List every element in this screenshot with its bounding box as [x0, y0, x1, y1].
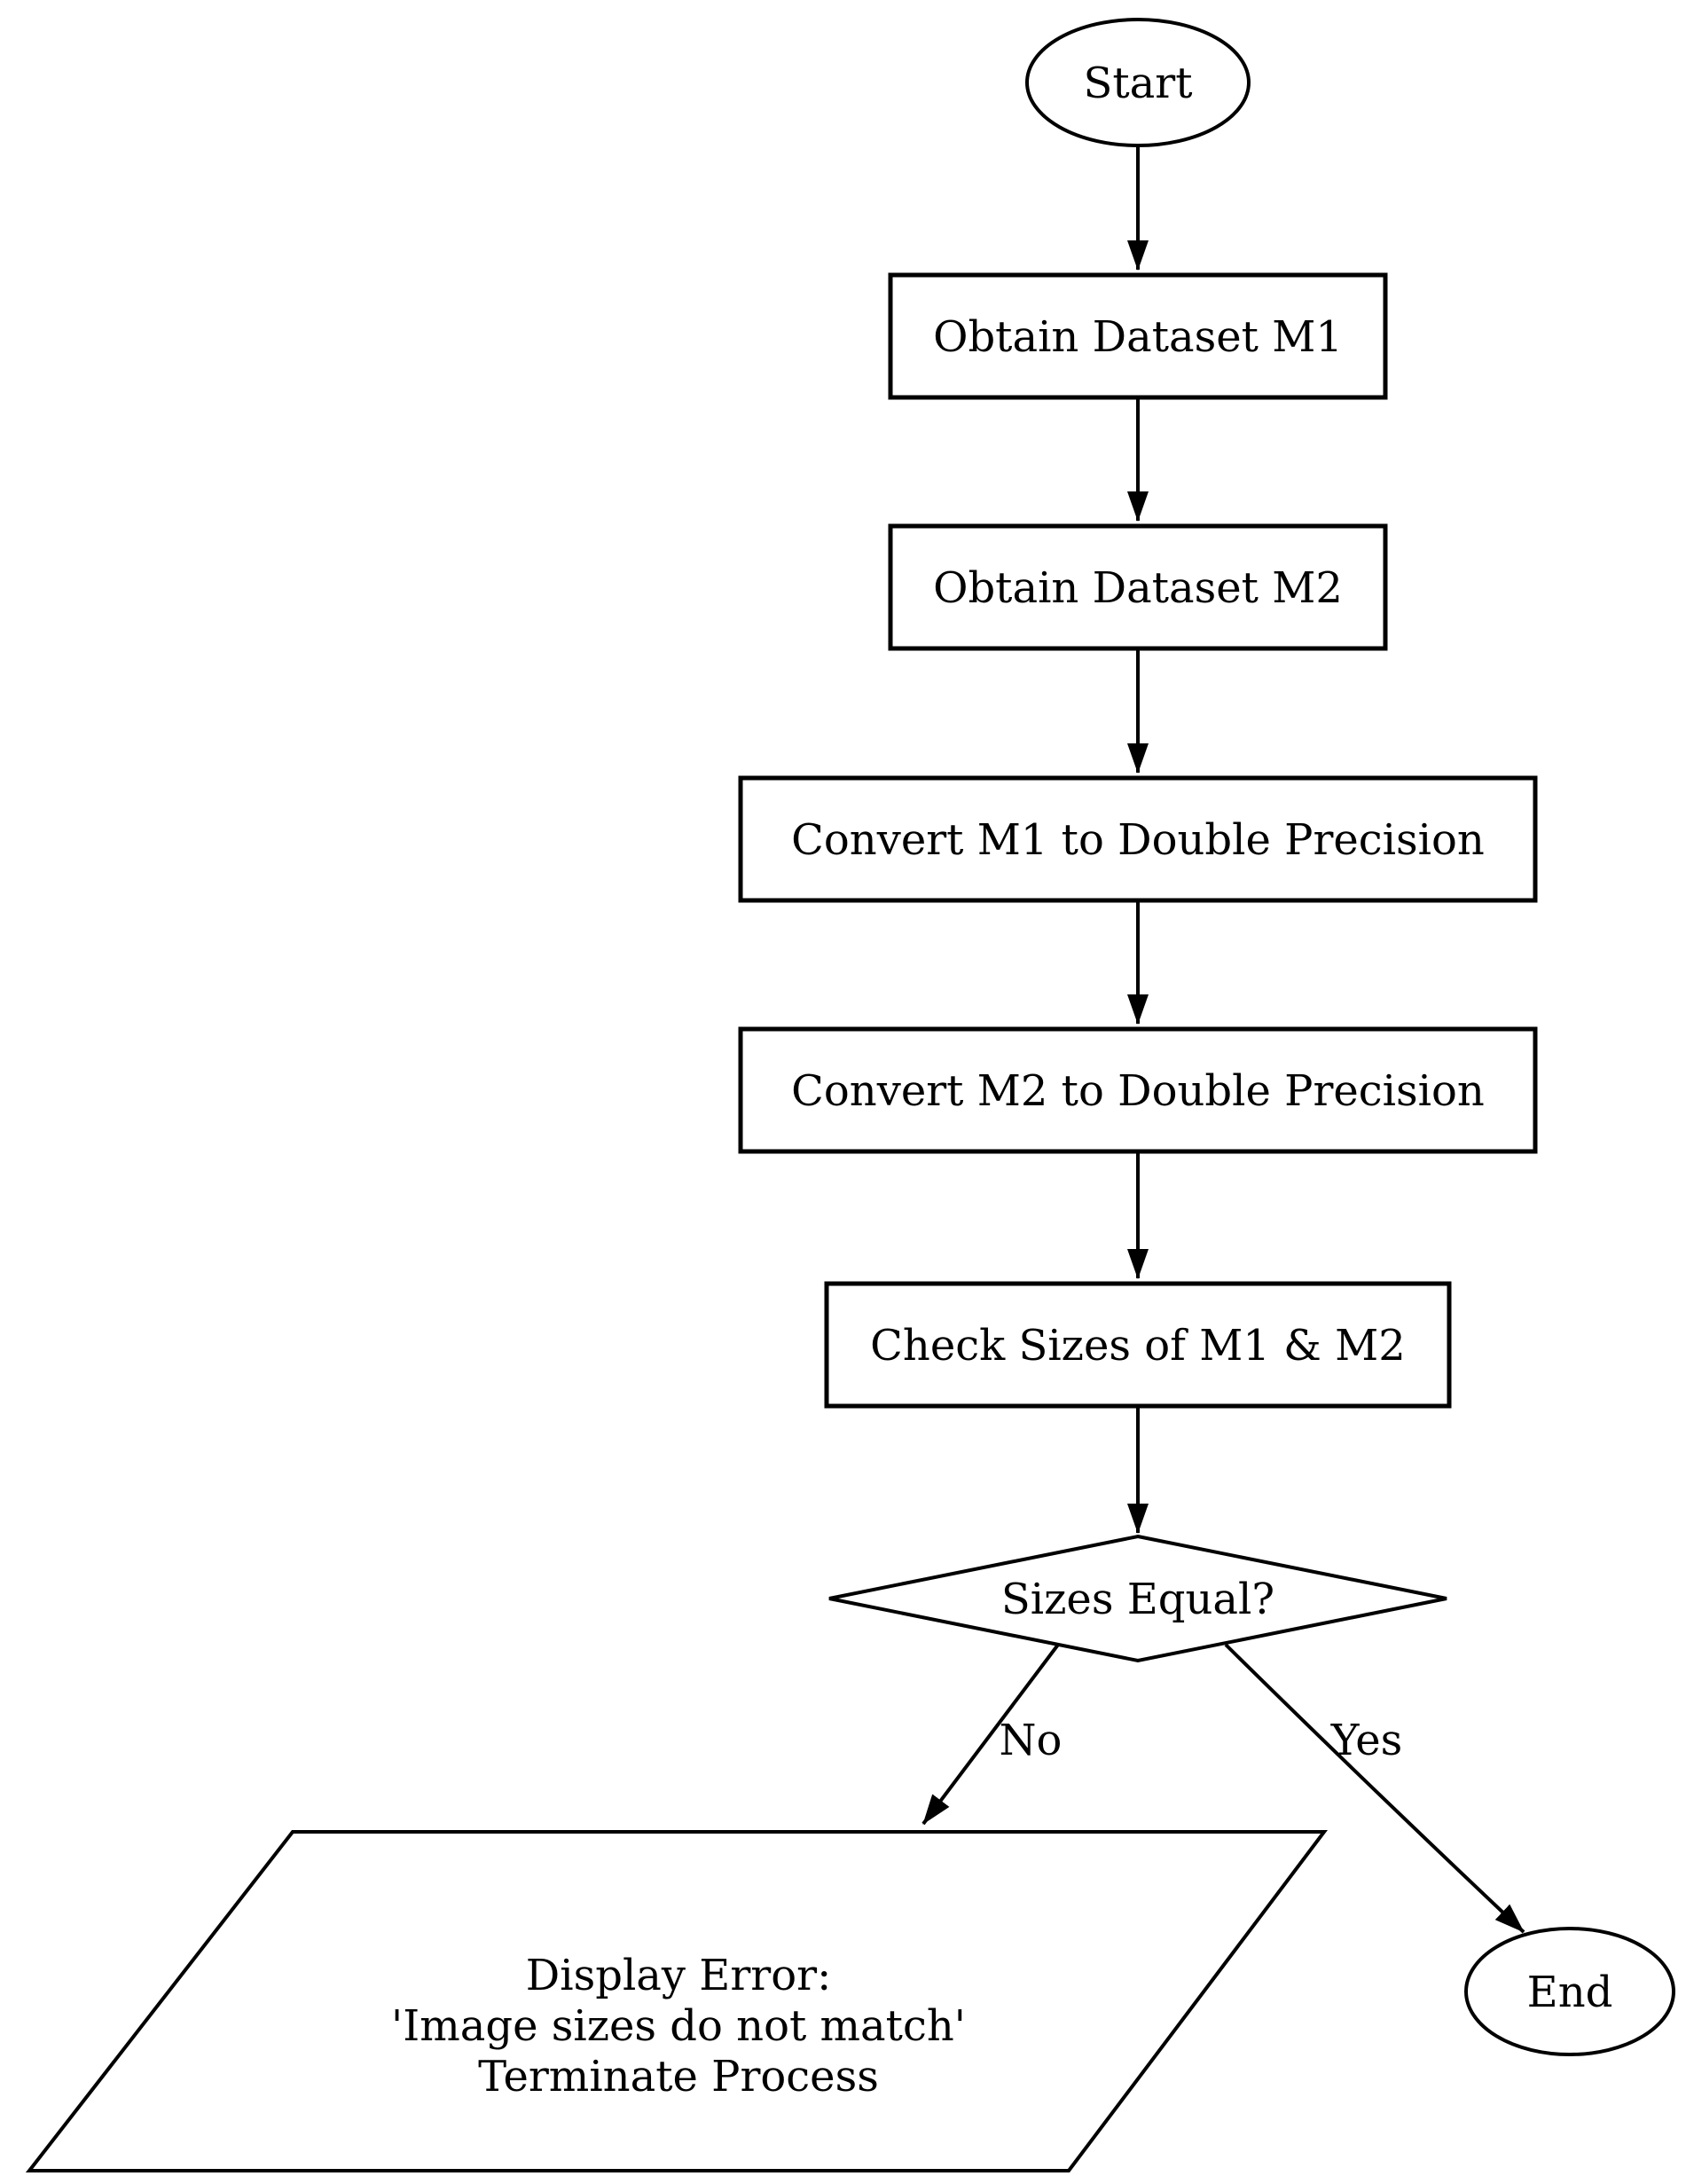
check-sizes-label: Check Sizes of M1 & M2	[870, 1321, 1406, 1371]
node-convert-m2: Convert M2 to Double Precision	[738, 1026, 1538, 1154]
convert-m1-label: Convert M1 to Double Precision	[791, 815, 1485, 865]
obtain-m1-label: Obtain Dataset M1	[933, 312, 1343, 362]
end-label: End	[1527, 1968, 1613, 2017]
display-error-io-shape	[25, 1830, 1329, 2172]
node-obtain-m1: Obtain Dataset M1	[888, 272, 1388, 400]
node-start: Start	[1025, 18, 1251, 147]
convert-m2-process-shape	[738, 1026, 1538, 1154]
start-terminator-shape	[1025, 18, 1251, 147]
edge-label-no: No	[1000, 1716, 1063, 1765]
node-check-sizes: Check Sizes of M1 & M2	[824, 1281, 1452, 1409]
end-terminator-shape	[1464, 1927, 1675, 2056]
start-label: Start	[1083, 59, 1192, 108]
node-convert-m1: Convert M1 to Double Precision	[738, 775, 1538, 903]
edge-no-branch	[921, 1643, 1060, 1826]
obtain-m2-process-shape	[888, 523, 1388, 651]
edges-layer: No Yes	[921, 145, 1525, 1934]
display-error-line-3: Terminate Process	[478, 2052, 879, 2102]
edge-yes-branch	[1224, 1643, 1525, 1934]
node-sizes-equal: Sizes Equal?	[828, 1534, 1447, 1663]
convert-m1-process-shape	[738, 775, 1538, 903]
check-sizes-process-shape	[824, 1281, 1452, 1409]
node-obtain-m2: Obtain Dataset M2	[888, 523, 1388, 651]
nodes-layer: Start Obtain Dataset M1 Obtain Dataset M…	[25, 18, 1675, 2172]
sizes-equal-label: Sizes Equal?	[1001, 1575, 1274, 1624]
display-error-line-1: Display Error:	[526, 1951, 831, 2000]
convert-m2-label: Convert M2 to Double Precision	[791, 1066, 1485, 1116]
node-end: End	[1464, 1927, 1675, 2056]
obtain-m1-process-shape	[888, 272, 1388, 400]
node-display-error: Display Error: 'Image sizes do not match…	[25, 1830, 1329, 2172]
sizes-equal-decision-shape	[828, 1534, 1447, 1663]
display-error-line-2: 'Image sizes do not match'	[391, 2001, 966, 2051]
edge-label-yes: Yes	[1330, 1716, 1403, 1765]
obtain-m2-label: Obtain Dataset M2	[933, 563, 1343, 613]
